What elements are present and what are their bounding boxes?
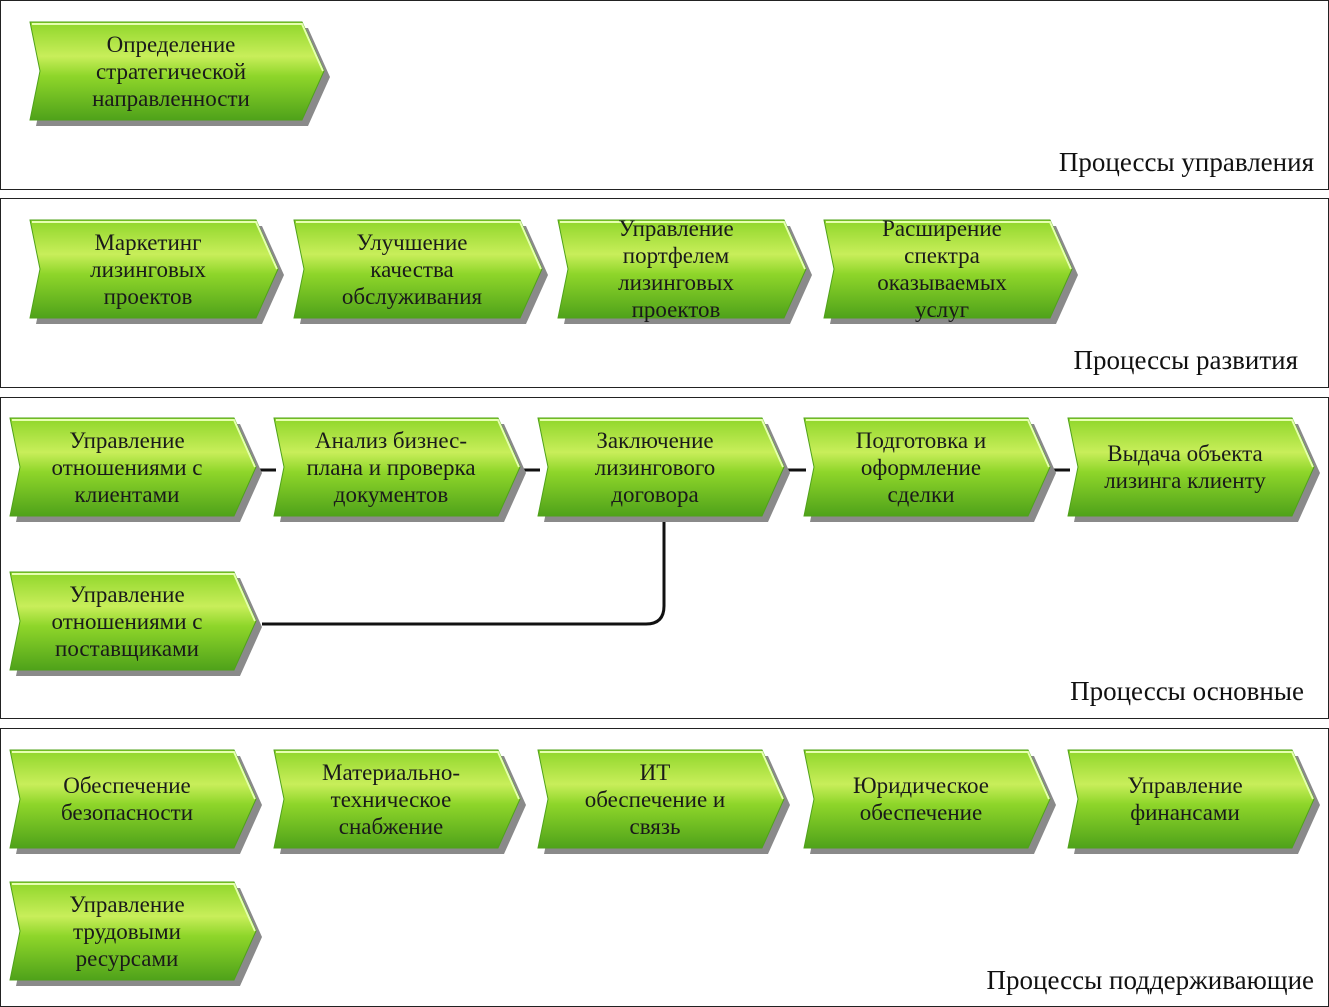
process-chevron: Управление трудовыми ресурсами (9, 881, 262, 986)
process-label: Маркетинг лизинговых проектов (90, 229, 206, 309)
connector-line (262, 522, 666, 626)
process-label: Управление отношениями с клиентами (51, 427, 203, 507)
process-chevron: Обеспечение безопасности (9, 749, 262, 854)
process-chevron: Управление финансами (1067, 749, 1320, 854)
chevron-body (537, 417, 785, 517)
chevron-body (1067, 749, 1315, 849)
process-chevron: Определение стратегической направленност… (29, 21, 330, 126)
chevron-highlight (276, 419, 520, 468)
chevron-highlight (826, 221, 1072, 270)
process-chevron: Управление отношениями с поставщиками (9, 571, 262, 676)
chevron-highlight (540, 419, 784, 468)
process-chevron: Выдача объекта лизинга клиенту (1067, 417, 1320, 522)
chevron-highlight (806, 419, 1050, 468)
process-chevron: Заключение лизингового договора (537, 417, 790, 522)
chevron-body (803, 417, 1051, 517)
chevron-body (9, 749, 257, 849)
panel-label: Процессы развития (1073, 345, 1298, 375)
process-label: Подготовка и оформление сделки (855, 427, 987, 507)
chevron-highlight (806, 751, 1050, 800)
process-chevron: Анализ бизнес- плана и проверка документ… (273, 417, 526, 522)
process-chevron: Маркетинг лизинговых проектов (29, 219, 284, 324)
chevron-highlight (276, 751, 520, 800)
chevron-body (1067, 417, 1315, 517)
chevron-body (273, 749, 521, 849)
process-label: Управление трудовыми ресурсами (69, 891, 185, 971)
process-label: ИТ обеспечение и связь (584, 759, 726, 839)
chevron-highlight (12, 573, 256, 622)
process-label: Юридическое обеспечение (852, 773, 989, 825)
chevron-highlight (540, 751, 784, 800)
panel-label: Процессы поддерживающие (986, 965, 1314, 995)
process-chevron: Расширение спектра оказываемых услуг (823, 216, 1078, 324)
chevron-highlight (32, 221, 278, 270)
chevron-body (823, 219, 1073, 319)
process-label: Управление отношениями с поставщиками (51, 581, 203, 661)
chevron-highlight (560, 221, 806, 270)
process-chevron: Улучшение качества обслуживания (293, 219, 548, 324)
process-label: Обеспечение безопасности (60, 773, 193, 825)
chevron-body (9, 571, 257, 671)
chevron-body (557, 219, 807, 319)
process-label: Расширение спектра оказываемых услуг (877, 216, 1007, 322)
chevron-highlight (12, 419, 256, 468)
panel-label: Процессы управления (1058, 147, 1314, 177)
chevron-body (273, 417, 521, 517)
process-chevron: ИТ обеспечение и связь (537, 749, 790, 854)
process-label: Анализ бизнес- плана и проверка документ… (306, 427, 476, 507)
process-label: Заключение лизингового договора (594, 427, 716, 507)
chevron-highlight (12, 751, 256, 800)
chevron-body (9, 417, 257, 517)
chevron-highlight (296, 221, 542, 270)
process-chevron: Управление отношениями с клиентами (9, 417, 262, 522)
chevron-highlight (12, 883, 256, 932)
chevron-body (29, 21, 325, 121)
chevron-body (293, 219, 543, 319)
process-label: Выдача объекта лизинга клиенту (1104, 441, 1266, 493)
chevron-highlight (1070, 751, 1314, 800)
chevron-highlight (32, 23, 324, 72)
process-label: Управление финансами (1127, 773, 1243, 825)
process-label: Определение стратегической направленност… (92, 31, 250, 111)
process-chevron: Подготовка и оформление сделки (803, 417, 1056, 522)
panel-label: Процессы основные (1070, 676, 1304, 706)
process-label: Управление портфелем лизинговых проектов (618, 216, 734, 322)
chevron-body (803, 749, 1051, 849)
chevron-body (537, 749, 785, 849)
process-chevron: Материально- техническое снабжение (273, 749, 526, 854)
process-label: Улучшение качества обслуживания (341, 229, 483, 309)
chevron-body (9, 881, 257, 981)
process-label: Материально- техническое снабжение (322, 759, 460, 839)
process-chevron: Юридическое обеспечение (803, 749, 1056, 854)
chevron-highlight (1070, 419, 1314, 468)
chevron-body (29, 219, 279, 319)
process-chevron: Управление портфелем лизинговых проектов (557, 216, 812, 324)
